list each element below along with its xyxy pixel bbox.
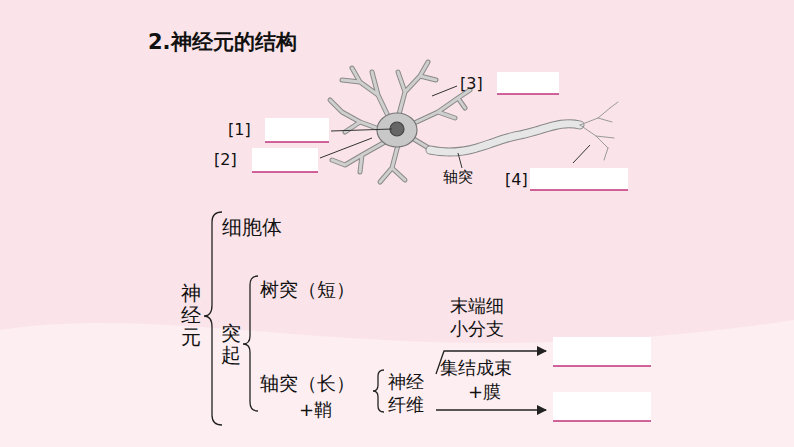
- title: 2.神经元的结构: [148, 28, 297, 56]
- callout-number: [2]: [214, 150, 237, 169]
- callout-number: [1]: [228, 120, 251, 139]
- concept-text: 集结成束: [440, 356, 512, 380]
- concept-text: 轴突（长）: [260, 371, 355, 397]
- callout-number: [3]: [460, 74, 483, 93]
- concept-text: +鞘: [299, 398, 332, 422]
- answer-blanks: [252, 72, 651, 421]
- arrows: [436, 351, 546, 410]
- concept-text: 神经元: [181, 282, 201, 348]
- concept-text: +膜: [468, 380, 501, 404]
- background-wave: [0, 320, 794, 447]
- callout-number: [4]: [505, 170, 528, 189]
- part-name: 轴突: [443, 168, 473, 187]
- concept-text: 神经纤维: [388, 371, 426, 416]
- neuron: [330, 62, 618, 182]
- concept-text: 树突（短）: [260, 277, 355, 303]
- concept-text: 末端细小分支: [450, 295, 508, 340]
- concept-text: 突起: [221, 322, 241, 366]
- concept-text: 细胞体: [222, 214, 282, 241]
- leader-lines: [320, 86, 590, 168]
- braces: [204, 212, 384, 425]
